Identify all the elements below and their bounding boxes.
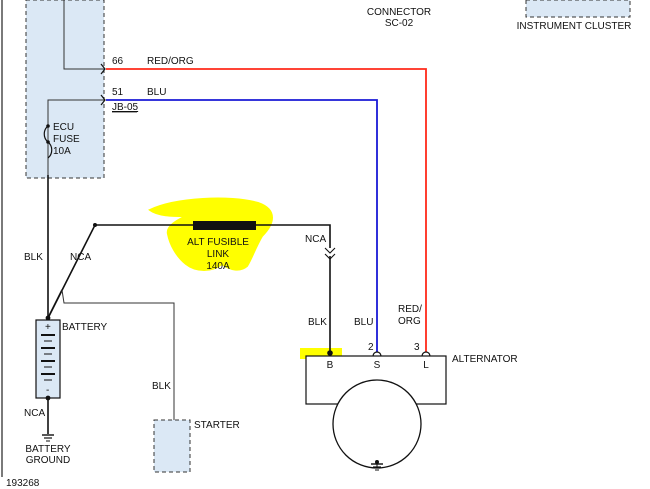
fuse-icon: [43, 124, 53, 159]
wire-blk-starter-branch: [47, 289, 63, 319]
fusible-link-label-1: ALT FUSIBLE: [187, 237, 249, 248]
alternator-symbol: [305, 355, 447, 469]
terminal-l-label: L: [423, 360, 429, 371]
battery-label: BATTERY: [62, 322, 108, 333]
blk-left-label: BLK: [24, 252, 43, 263]
pin-66-label: 66: [112, 56, 124, 67]
battery-plus-label: +: [45, 322, 51, 333]
jb-label: JB-05: [112, 102, 139, 113]
terminal-s-icon: [372, 351, 382, 357]
figure-number: 193268: [6, 478, 40, 489]
fusible-link: [193, 221, 256, 230]
alternator-label: ALTERNATOR: [452, 354, 518, 365]
connector-title: CONNECTOR: [367, 7, 431, 18]
junction-dot: [45, 395, 51, 401]
blk-alt-label: BLK: [308, 317, 327, 328]
nca-alt-label: NCA: [305, 234, 326, 245]
junction-dot: [93, 223, 97, 227]
blu-alt-label: BLU: [354, 317, 373, 328]
connector-pin-66-icon: [100, 63, 106, 75]
wire-blk-starter: [61, 289, 175, 420]
red-org-alt-label-2: ORG: [398, 316, 421, 327]
terminal-b: [327, 350, 333, 356]
wire-red-org-label: RED/ORG: [147, 56, 194, 67]
connector-id: SC-02: [385, 18, 414, 29]
pin-51-label: 51: [112, 87, 124, 98]
instrument-cluster-box: [525, 0, 631, 18]
highlight-b-terminal: [300, 348, 342, 359]
wire-blu: [106, 99, 378, 352]
nca-ground-label: NCA: [24, 408, 45, 419]
wire-red-org: [106, 68, 427, 352]
connector-pin-51-icon: [100, 94, 106, 106]
terminal-s-label: S: [374, 360, 381, 371]
starter-box: [153, 419, 191, 473]
fusible-link-label-3: 140A: [206, 261, 230, 272]
starter-label: STARTER: [194, 420, 240, 431]
ecu-internal-wire-66: [63, 0, 104, 70]
red-org-alt-label-1: RED/: [398, 304, 422, 315]
terminal-l-icon: [421, 351, 431, 357]
ecu-fuse-box: [25, 0, 105, 179]
battery-minus-label: -: [46, 385, 49, 396]
fuse-label: FUSE: [53, 134, 80, 145]
wire-blu-label: BLU: [147, 87, 166, 98]
fuse-rating-label: 10A: [53, 146, 71, 157]
ecu-internal-wire-51: [47, 99, 104, 175]
junction-dot: [45, 315, 51, 321]
blk-starter-label: BLK: [152, 381, 171, 392]
ecu-label: ECU: [53, 122, 74, 133]
pin-2-label: 2: [368, 342, 374, 353]
pin-3-label: 3: [414, 342, 420, 353]
fusible-link-label-2: LINK: [207, 249, 230, 260]
highlight-fusible-link: [148, 197, 273, 271]
battery-ground-label-2: GROUND: [26, 455, 70, 466]
nca-left-label: NCA: [70, 252, 91, 263]
instrument-cluster-label: INSTRUMENT CLUSTER: [517, 21, 632, 32]
wire-nca-alternator: [256, 224, 331, 248]
nca-connector-icon: [324, 247, 336, 260]
alternator-ground-icon: [371, 460, 383, 471]
terminal-b-label: B: [327, 360, 334, 371]
battery-ground-icon: [42, 434, 54, 442]
battery-ground-label-1: BATTERY: [25, 444, 71, 455]
